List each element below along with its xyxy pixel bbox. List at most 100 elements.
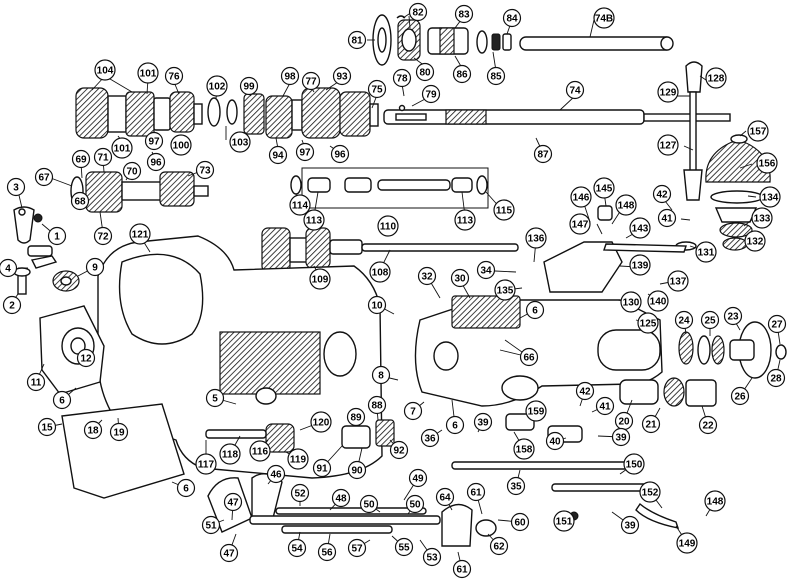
- callout-circle: [85, 257, 105, 277]
- callout-number: 6: [452, 421, 458, 432]
- callout-number: 145: [596, 184, 613, 195]
- callout-84: 84: [502, 8, 522, 28]
- callout-7: 7: [403, 401, 423, 421]
- callout-number: 149: [679, 539, 696, 550]
- callout-circle: [144, 131, 164, 151]
- callout-circle: [565, 80, 585, 100]
- callout-circle: [164, 66, 184, 86]
- callout-number: 21: [645, 420, 657, 431]
- callout-circle: [502, 8, 522, 28]
- callout-number: 80: [419, 68, 431, 79]
- callout-circle: [219, 443, 241, 465]
- callout-5: 5: [205, 388, 225, 408]
- parts-layer: [13, 14, 787, 547]
- callout-circle: [268, 145, 288, 165]
- callout-circle: [466, 482, 486, 502]
- callout-94: 94: [268, 145, 288, 165]
- callout-circle: [266, 464, 286, 484]
- callout-circle: [695, 241, 717, 263]
- gear-lever: [683, 61, 703, 201]
- callout-circle: [569, 213, 591, 235]
- callout-circle: [545, 431, 565, 451]
- callout-number: 3: [13, 183, 19, 194]
- callout-number: 91: [316, 464, 328, 475]
- callout-135: 135: [494, 279, 516, 301]
- callout-circle: [280, 66, 300, 86]
- callout-circle: [452, 559, 472, 579]
- callout-80: 80: [415, 62, 435, 82]
- callout-number: 99: [243, 82, 255, 93]
- callout-circle: [303, 209, 325, 231]
- callout-circle: [312, 458, 332, 478]
- callout-1: 1: [47, 226, 67, 246]
- callout-circle: [301, 71, 321, 91]
- callout-number: 25: [704, 316, 716, 327]
- callout-27: 27: [767, 314, 787, 334]
- callout-number: 2: [9, 301, 15, 312]
- callout-number: 6: [183, 484, 189, 495]
- callout-number: 132: [747, 237, 764, 248]
- callout-93: 93: [332, 66, 352, 86]
- callout-circle: [751, 207, 773, 229]
- callout-circle: [290, 483, 310, 503]
- callout-number: 83: [458, 10, 470, 21]
- callout-number: 71: [97, 153, 109, 164]
- callout-circle: [93, 226, 113, 246]
- callout-8: 8: [371, 365, 391, 385]
- callout-circle: [195, 160, 215, 180]
- callout-number: 137: [670, 277, 687, 288]
- callout-54: 54: [287, 538, 307, 558]
- callout-number: 102: [209, 82, 226, 93]
- callout-19: 19: [109, 422, 129, 442]
- callout-number: 49: [412, 474, 424, 485]
- callout-70: 70: [122, 161, 142, 181]
- callout-86: 86: [452, 64, 472, 84]
- callout-number: 41: [661, 214, 673, 225]
- callout-131: 131: [695, 241, 717, 263]
- callout-number: 101: [114, 144, 131, 155]
- callout-number: 140: [650, 297, 667, 308]
- callout-number: 130: [623, 298, 640, 309]
- callout-6: 6: [176, 478, 196, 498]
- callout-number: 82: [412, 8, 424, 19]
- callout-number: 139: [632, 261, 649, 272]
- callout-number: 27: [771, 320, 783, 331]
- callout-circle: [289, 194, 311, 216]
- callout-66: 66: [519, 347, 539, 367]
- callout-circle: [611, 427, 631, 447]
- callout-number: 92: [393, 446, 405, 457]
- callout-circle: [421, 84, 441, 104]
- callout-12: 12: [76, 348, 96, 368]
- callout-39: 39: [611, 427, 631, 447]
- callout-137: 137: [667, 270, 689, 292]
- callout-circle: [287, 448, 309, 470]
- callout-number: 42: [579, 387, 591, 398]
- callout-number: 23: [727, 312, 739, 323]
- callout-number: 109: [312, 275, 329, 286]
- callout-number: 73: [199, 166, 211, 177]
- callout-number: 40: [549, 437, 561, 448]
- callout-51: 51: [201, 515, 221, 535]
- callout-number: 81: [351, 36, 363, 47]
- callout-number: 84: [506, 14, 518, 25]
- callout-25: 25: [700, 310, 720, 330]
- callout-circle: [83, 420, 103, 440]
- callout-circle: [489, 536, 509, 556]
- callout-113: 113: [303, 209, 325, 231]
- callout-101: 101: [111, 137, 133, 159]
- callout-number: 77: [305, 77, 317, 88]
- callout-circle: [519, 347, 539, 367]
- callout-number: 157: [750, 127, 767, 138]
- callout-circle: [417, 266, 437, 286]
- mainshaft-74: [383, 104, 731, 125]
- layshaft-gear: [261, 227, 519, 273]
- callout-64: 64: [435, 487, 455, 507]
- gaiter-156: [705, 134, 771, 251]
- callout-number: 46: [270, 470, 282, 481]
- callout-number: 119: [290, 455, 307, 466]
- callout-73: 73: [195, 160, 215, 180]
- callout-61: 61: [466, 482, 486, 502]
- callout-circle: [452, 64, 472, 84]
- callout-24: 24: [674, 310, 694, 330]
- callout-circle: [2, 295, 22, 315]
